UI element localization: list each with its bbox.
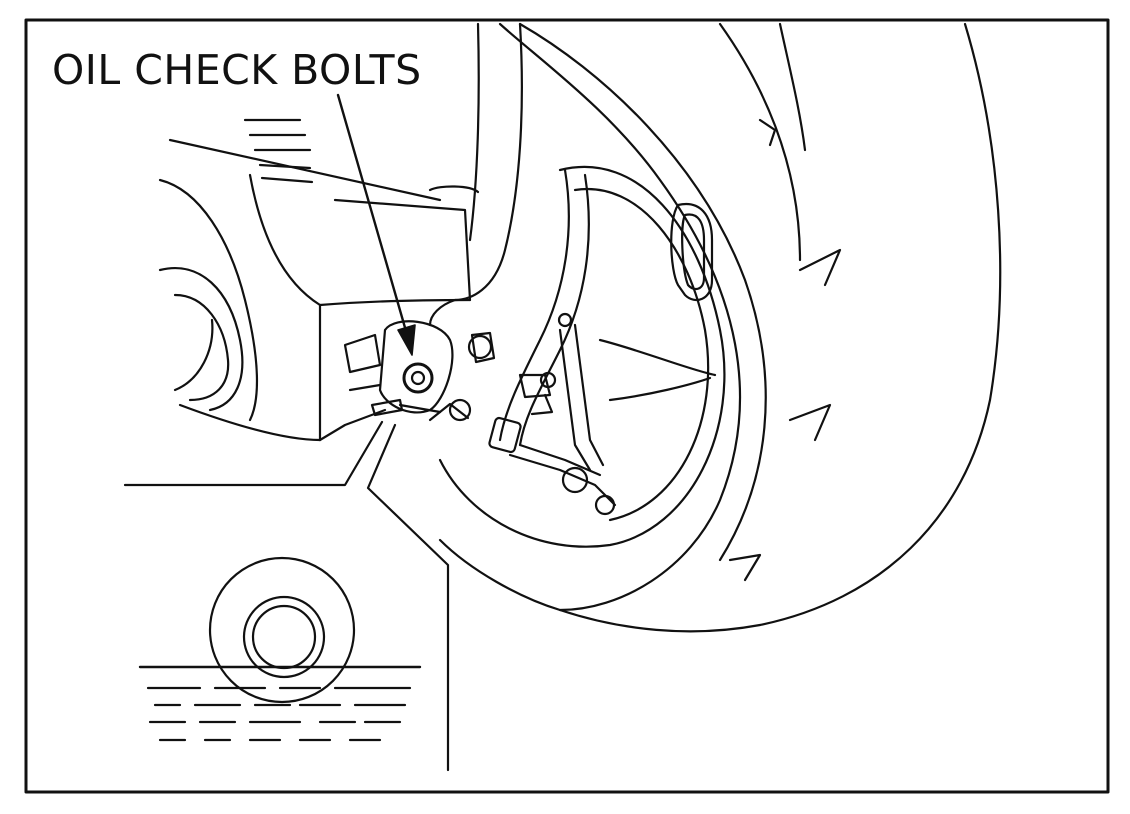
diagram-border (24, 18, 1110, 794)
fork-leg (428, 22, 523, 327)
detail-leader-lines (123, 420, 450, 772)
axle-housing (158, 178, 387, 442)
oil-check-bolt (370, 320, 454, 417)
cable-linkage (508, 312, 617, 516)
secondary-bolts (428, 331, 554, 422)
callout-label: OIL CHECK BOLTS (52, 46, 422, 94)
brake-hose (488, 168, 590, 454)
wheel-rim (438, 165, 726, 548)
detail-inset (138, 556, 422, 742)
fender-panel (168, 118, 472, 307)
tire (438, 22, 1002, 633)
callout-arrow (336, 93, 416, 356)
